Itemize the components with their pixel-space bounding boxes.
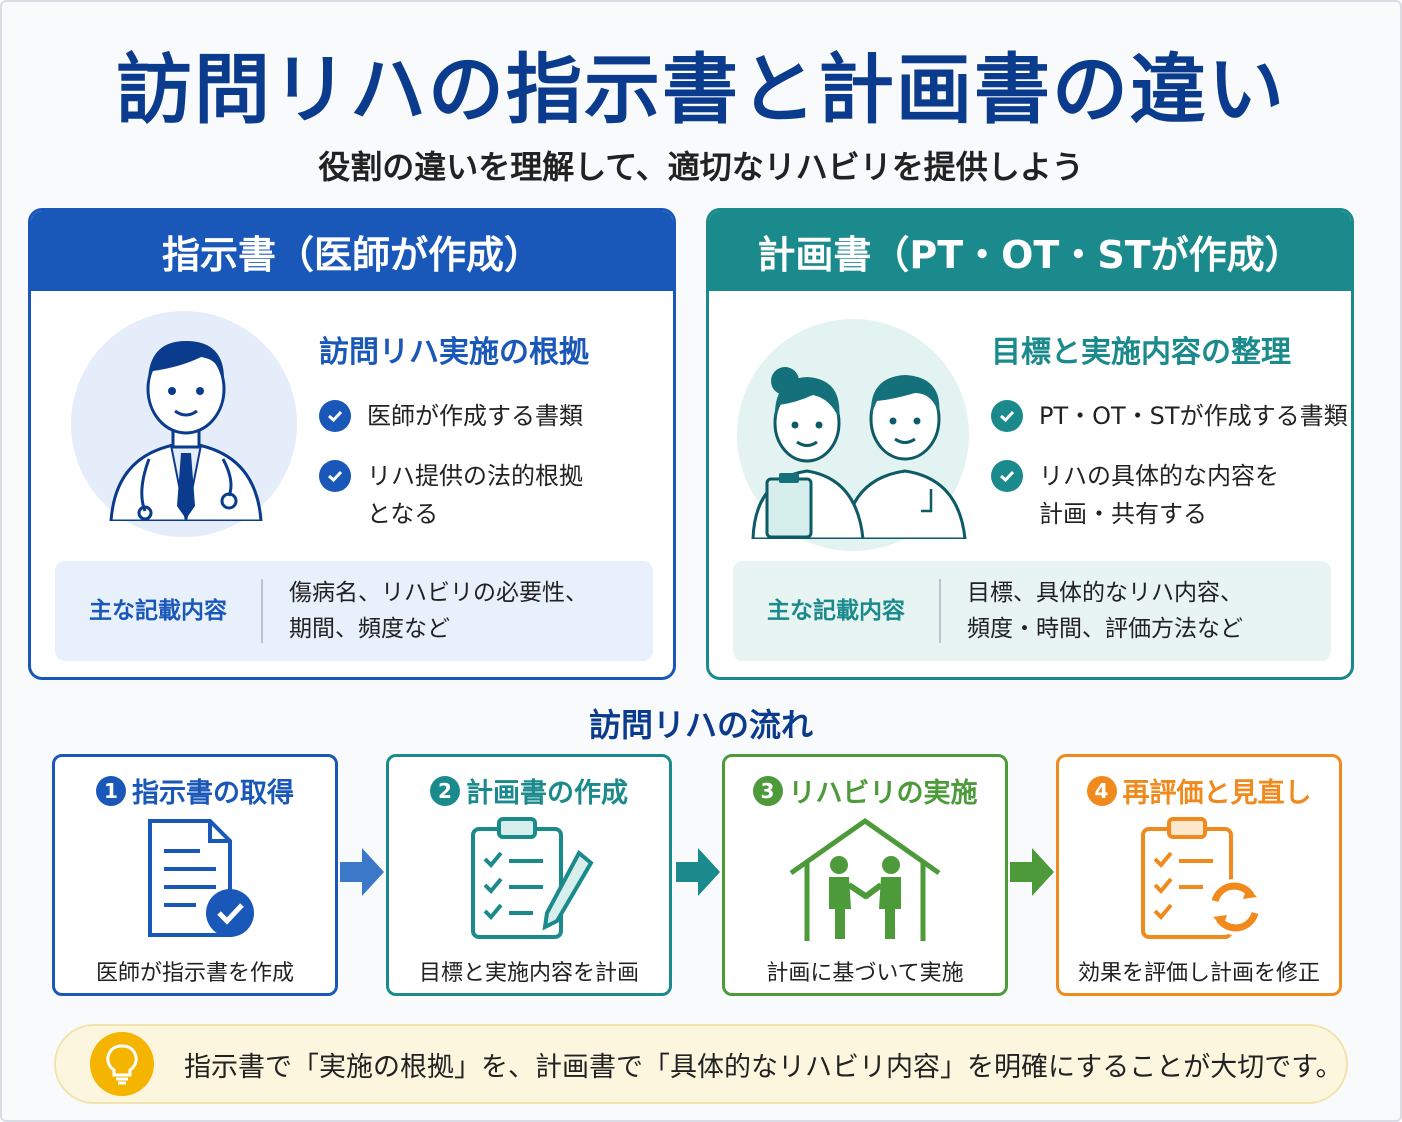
instruction-panel-header: 指示書（医師が作成） bbox=[31, 211, 673, 291]
step-number: 1 bbox=[96, 775, 126, 806]
page-title: 訪問リハの指示書と計画書の違い bbox=[116, 45, 1286, 134]
page-subtitle: 役割の違いを理解して、適切なリハビリを提供しよう bbox=[318, 148, 1084, 186]
check-item: リハの具体的な内容を計画・共有する bbox=[991, 457, 1348, 533]
step-title: 2 計画書の作成 bbox=[389, 771, 669, 810]
clipboard-pen-icon bbox=[471, 817, 594, 939]
step-number: 4 bbox=[1086, 775, 1117, 806]
flow-step-1: 1 指示書の取得 医師が指示書を作成 bbox=[52, 754, 338, 996]
main-content-value: 目標、具体的なリハ内容、頻度・時間、評価方法など bbox=[967, 580, 1243, 642]
step-number: 2 bbox=[430, 775, 460, 806]
plan-check-list: PT・OT・STが作成する書類 リハの具体的な内容を計画・共有する bbox=[991, 397, 1348, 555]
clipboard-refresh-icon bbox=[1141, 817, 1263, 939]
tip-banner: 指示書で「実施の根拠」を、計画書で「具体的なリハビリ内容」を明確にすることが大切… bbox=[54, 1024, 1348, 1104]
step-number: 3 bbox=[752, 775, 783, 806]
instruction-subtitle: 訪問リハ実施の根拠 bbox=[319, 335, 589, 370]
step-caption: 医師が指示書を作成 bbox=[95, 961, 294, 986]
main-content-value: 傷病名、リハビリの必要性、期間、頻度など bbox=[289, 580, 588, 642]
plan-panel: 計画書（PT・OT・STが作成） 目標と実施内容の整理 PT・OT・STが作成す… bbox=[706, 208, 1354, 680]
check-item: PT・OT・STが作成する書類 bbox=[991, 397, 1348, 435]
therapists-icon bbox=[751, 367, 967, 539]
step-caption: 目標と実施内容を計画 bbox=[418, 961, 639, 986]
arrow-right-icon bbox=[1010, 848, 1054, 896]
instruction-panel: 指示書（医師が作成） 訪問リハ実施の根拠 医師が作成する書類 リハ提供の法的根拠… bbox=[28, 208, 676, 680]
step-title: 1 指示書の取得 bbox=[55, 771, 335, 810]
flow-step-4: 4 再評価と見直し 効果を評価し計画を修正 bbox=[1056, 754, 1342, 996]
flow-title: 訪問リハの流れ bbox=[588, 706, 813, 744]
check-icon bbox=[991, 400, 1023, 432]
flow-step-3: 3 リハビリの実施 計画に基づいて実施 bbox=[722, 754, 1008, 996]
doctor-icon bbox=[109, 341, 263, 521]
arrow-right-icon bbox=[340, 848, 384, 896]
main-content-label: 主な記載内容 bbox=[733, 579, 941, 643]
lightbulb-icon bbox=[90, 1032, 154, 1096]
document-check-icon bbox=[148, 819, 254, 937]
step-caption: 計画に基づいて実施 bbox=[766, 961, 964, 986]
check-icon bbox=[991, 460, 1023, 492]
main-content-label: 主な記載内容 bbox=[55, 579, 263, 643]
step-title: 3 リハビリの実施 bbox=[725, 771, 1005, 810]
check-icon bbox=[319, 460, 351, 492]
instruction-main-content: 主な記載内容 傷病名、リハビリの必要性、期間、頻度など bbox=[55, 561, 653, 661]
plan-panel-header: 計画書（PT・OT・STが作成） bbox=[709, 211, 1351, 291]
check-icon bbox=[319, 400, 351, 432]
house-people-icon bbox=[789, 817, 941, 941]
arrow-right-icon bbox=[676, 848, 720, 896]
tip-text: 指示書で「実施の根拠」を、計画書で「具体的なリハビリ内容」を明確にすることが大切… bbox=[184, 1051, 1343, 1083]
step-title: 4 再評価と見直し bbox=[1059, 771, 1339, 810]
flow-step-2: 2 計画書の作成 目標と実施内容を計画 bbox=[386, 754, 672, 996]
plan-main-content: 主な記載内容 目標、具体的なリハ内容、頻度・時間、評価方法など bbox=[733, 561, 1331, 661]
step-caption: 効果を評価し計画を修正 bbox=[1077, 961, 1320, 986]
check-item: リハ提供の法的根拠となる bbox=[319, 457, 583, 533]
plan-subtitle: 目標と実施内容の整理 bbox=[991, 335, 1291, 370]
check-item: 医師が作成する書類 bbox=[319, 397, 583, 435]
instruction-check-list: 医師が作成する書類 リハ提供の法的根拠となる bbox=[319, 397, 583, 555]
